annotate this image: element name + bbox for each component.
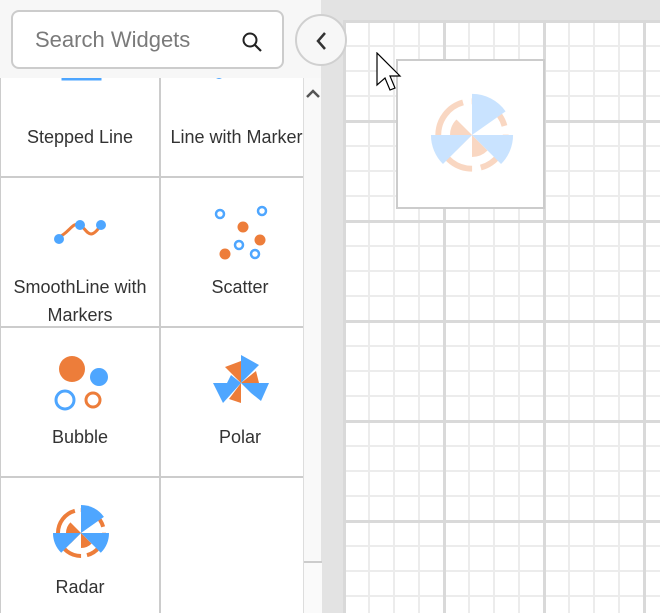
chevron-left-icon [316,32,326,50]
search-icon[interactable] [240,30,264,54]
panel-splitter [321,0,343,613]
scroll-thumb[interactable] [304,561,322,613]
collapse-panel-button[interactable] [295,14,347,66]
widget-label: Bubble [51,427,109,447]
widget-smoothline-with-markers[interactable]: SmoothLine with Markers [1,178,161,328]
widget-polar[interactable]: Polar [161,328,321,478]
widget-panel-scrollbar[interactable] [303,78,322,613]
widget-scatter[interactable]: Scatter [161,178,321,328]
widget-label: Radar [55,577,105,597]
mouse-cursor-icon [376,52,402,91]
radar-icon [53,505,109,558]
widget-label: Polar [218,427,262,447]
widget-label: Stepped Line [26,127,134,147]
widget-label: Line with Markers [170,127,312,147]
drag-preview-radar[interactable] [396,59,545,209]
polar-icon [213,355,269,403]
search-box[interactable] [11,10,284,69]
widget-label: Scatter [211,277,269,297]
search-input[interactable] [35,24,235,56]
smoothline-markers-icon [54,220,106,244]
widget-bubble[interactable]: Bubble [1,328,161,478]
widget-empty-slot [161,478,321,613]
widget-panel: Stepped Line Line with Markers SmoothLin… [0,0,321,613]
scatter-icon [214,205,268,260]
radar-icon [430,93,514,172]
bubble-icon [54,356,108,411]
canvas-ruler [343,0,660,20]
widget-label: SmoothLine with Markers [13,277,147,325]
widget-panel-header [0,0,321,78]
scroll-up-arrow-icon[interactable] [304,84,322,104]
widget-radar[interactable]: Radar [1,478,161,613]
